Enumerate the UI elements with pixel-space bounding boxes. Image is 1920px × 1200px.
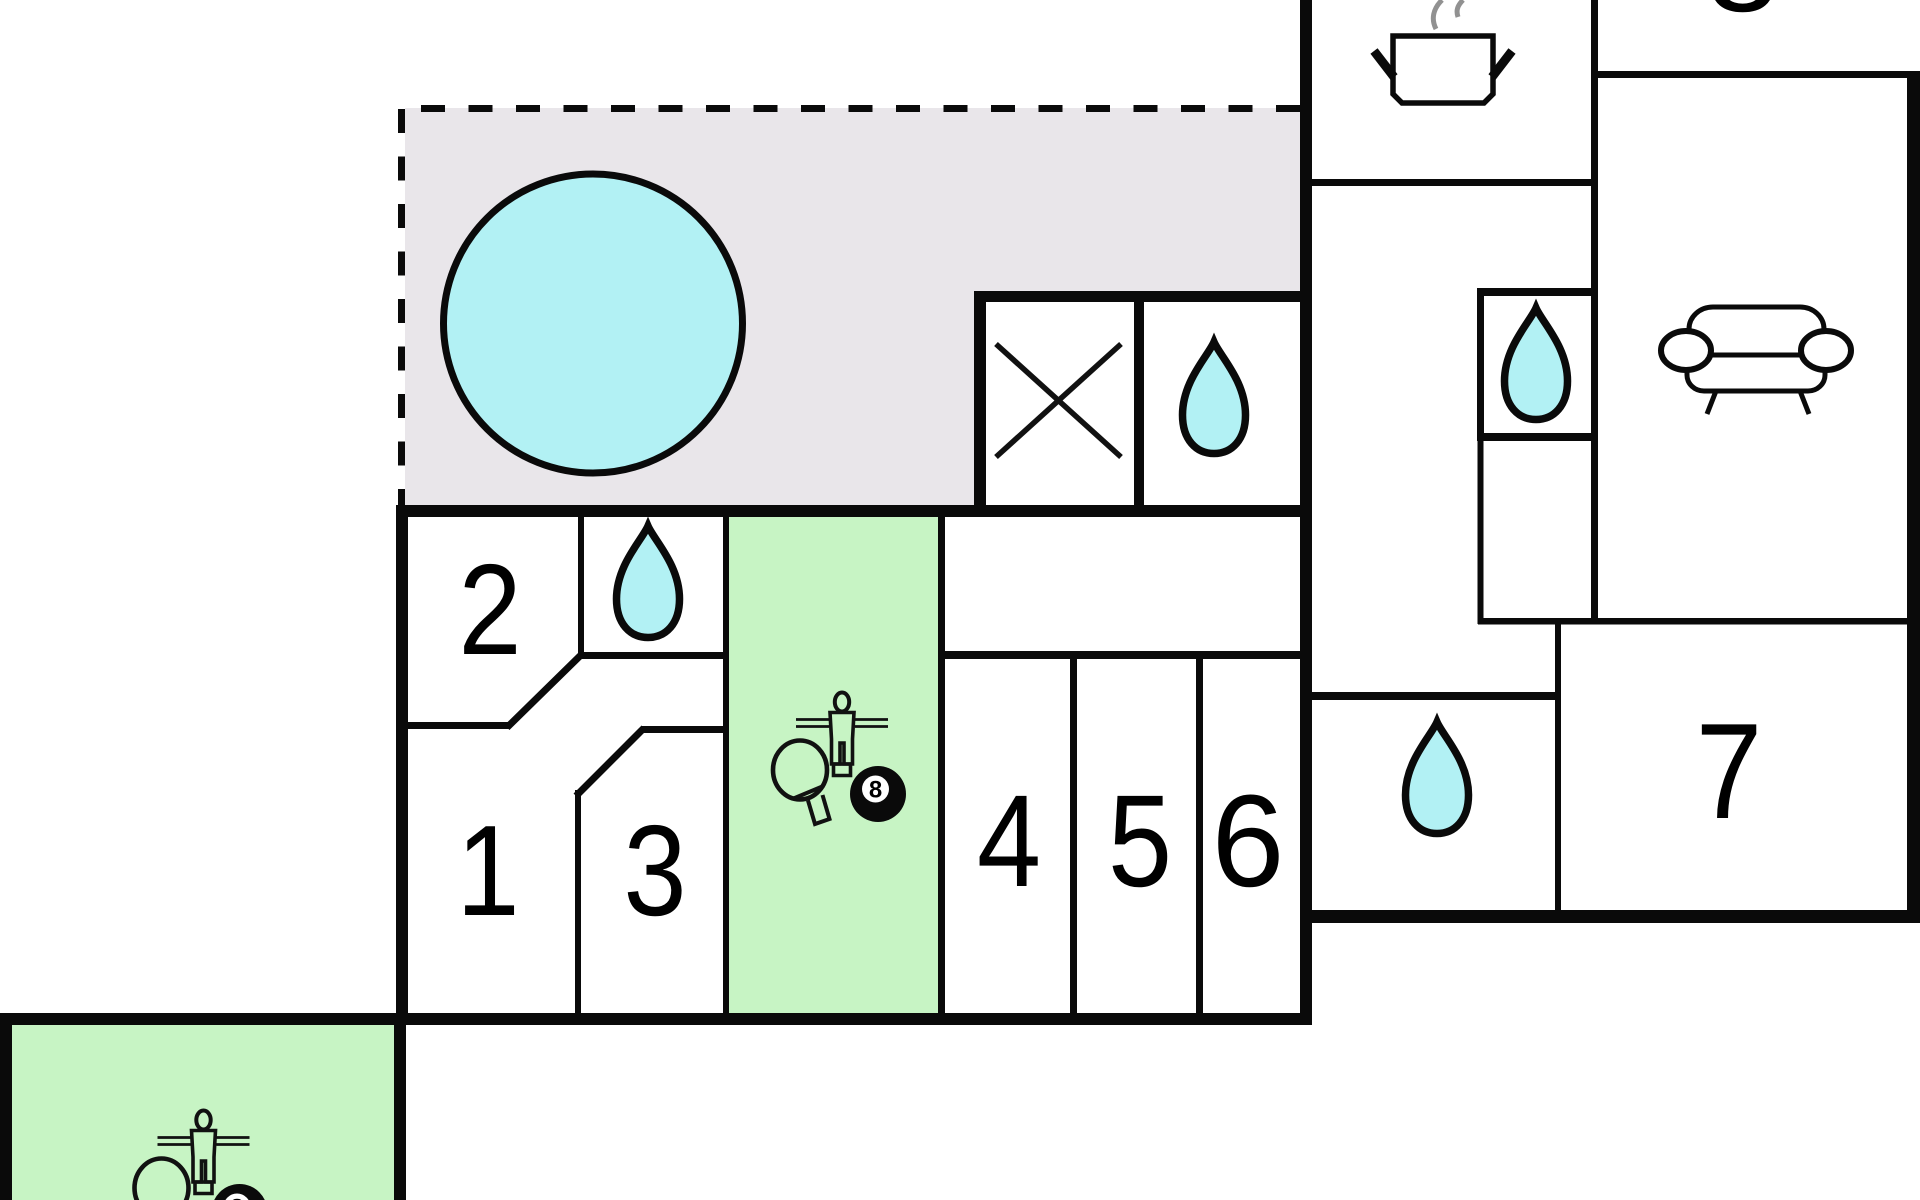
svg-text:4: 4 [977,768,1041,915]
svg-text:6: 6 [1212,767,1285,914]
svg-text:7: 7 [1696,696,1763,848]
svg-text:1: 1 [456,798,519,942]
svg-text:8: 8 [1706,0,1779,39]
svg-text:2: 2 [458,537,521,681]
svg-text:3: 3 [623,798,686,942]
svg-text:5: 5 [1108,768,1172,915]
